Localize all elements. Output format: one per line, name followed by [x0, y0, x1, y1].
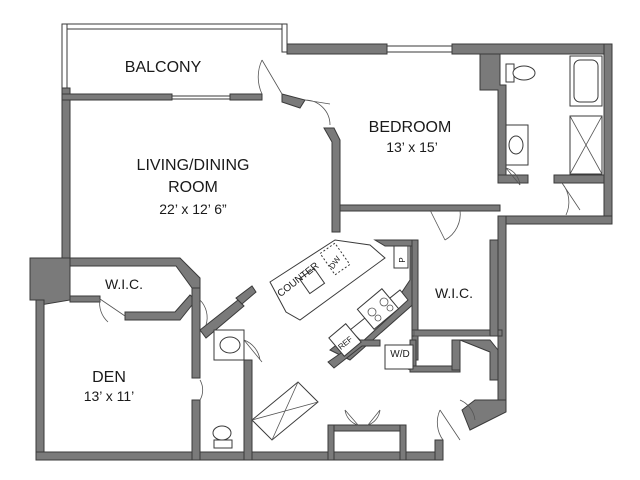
den-door — [99, 298, 126, 323]
living-label-line1: LIVING/DINING — [137, 157, 250, 174]
bedroom-window — [386, 45, 453, 53]
den-size: 13’ x 11’ — [84, 388, 135, 404]
bedroom-door — [429, 209, 461, 241]
den-toilet-icon — [212, 425, 232, 441]
wic-bedroom-label: W.I.C. — [435, 285, 473, 301]
top-wall-bedroom — [286, 43, 388, 55]
wic-den-label: W.I.C. — [105, 276, 143, 292]
sink-icon — [508, 135, 524, 155]
stove — [356, 288, 400, 330]
washer-dryer-label: W/D — [390, 349, 409, 360]
pantry-label: P — [398, 257, 407, 262]
den-label: DEN — [92, 369, 126, 386]
washer-dryer — [384, 344, 414, 370]
living-label-line2: ROOM — [168, 179, 218, 196]
kitchen-sink — [298, 267, 326, 295]
right-wall — [603, 43, 613, 225]
living-size: 22’ x 12’ 6” — [159, 201, 227, 217]
kitchen-fixtures — [298, 242, 490, 370]
bathroom-fixtures — [212, 55, 603, 449]
left-wall — [61, 87, 71, 259]
dishwasher — [319, 242, 351, 276]
entry-door — [436, 409, 461, 441]
bottom-wall — [35, 451, 337, 461]
refrigerator — [328, 323, 362, 357]
balcony-rail — [61, 23, 288, 30]
balcony-label: BALCONY — [125, 59, 202, 76]
bedroom-label: BEDROOM — [369, 119, 452, 136]
pantry — [393, 245, 409, 269]
balcony-door — [257, 59, 283, 95]
toilet-bowl — [512, 65, 536, 81]
bedroom-size: 13’ x 15’ — [386, 139, 438, 155]
exterior-walls — [29, 23, 613, 461]
den-sink-icon — [219, 336, 241, 354]
interior-walls — [61, 53, 605, 461]
